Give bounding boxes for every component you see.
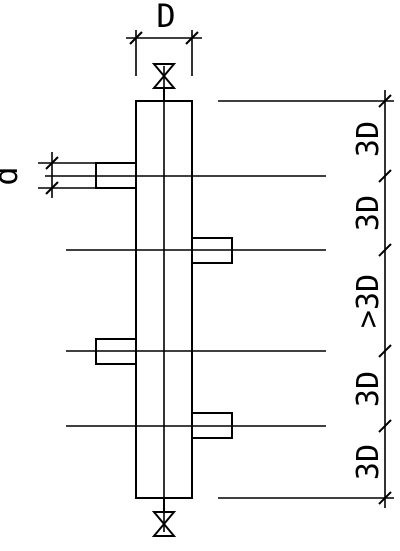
spacing-label-3: >3D (351, 274, 386, 328)
top-dimension-label: D (156, 0, 175, 35)
spacing-label-5: 3D (351, 444, 386, 480)
top-valve-icon (151, 63, 177, 102)
bottom-valve-icon (151, 497, 177, 537)
side-dimension-label: d (0, 166, 25, 185)
spacing-label-1: 3D (351, 121, 386, 157)
top-dimension: D (126, 0, 202, 76)
spacing-label-4: 3D (351, 371, 386, 407)
side-dimension: d (0, 152, 96, 198)
spacing-label-2: 3D (351, 195, 386, 231)
spacing-ticks (378, 94, 392, 505)
